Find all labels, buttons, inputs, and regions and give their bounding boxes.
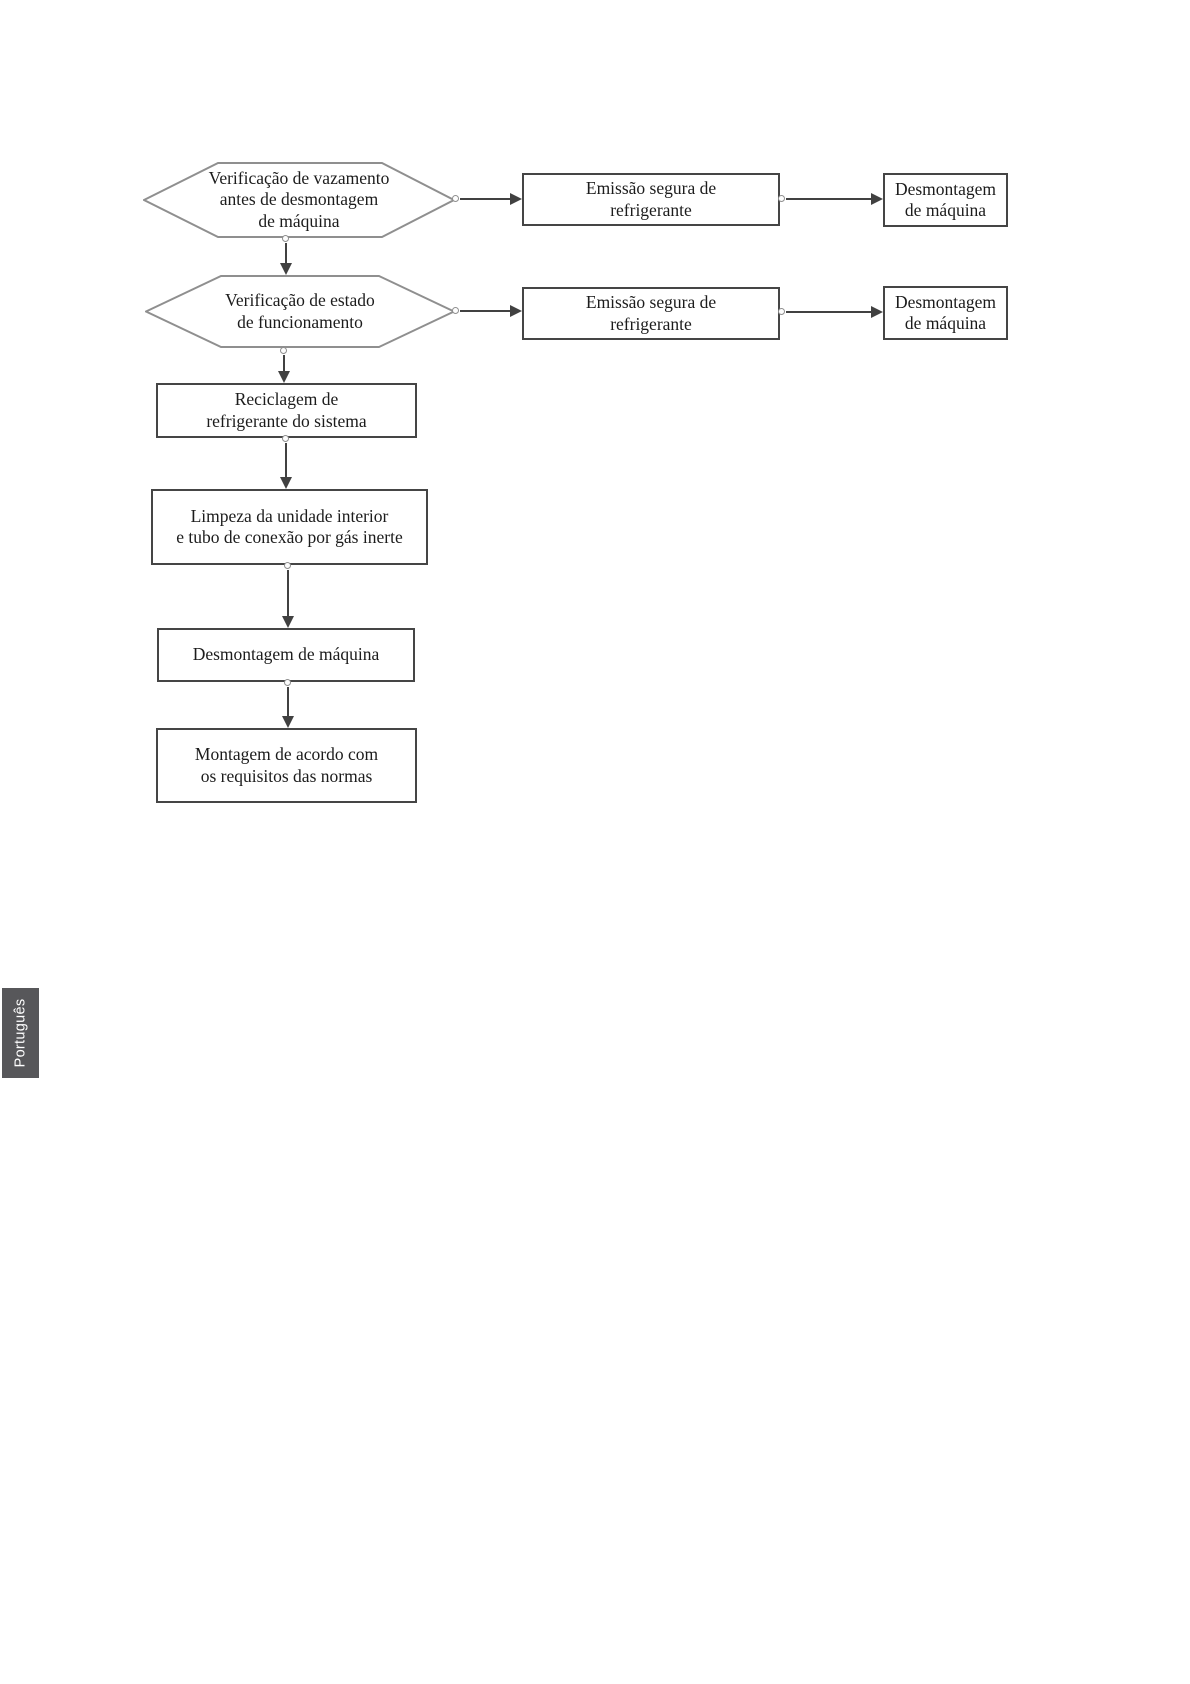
arrow-line: [460, 310, 511, 312]
connector-dot: [778, 195, 785, 202]
connector-dot: [452, 307, 459, 314]
language-tab-portugues: Português: [2, 988, 39, 1078]
process-recycle-refrigerant: Reciclagem de refrigerante do sistema: [156, 383, 417, 438]
arrowhead-right-icon: [871, 193, 883, 205]
arrow-line: [460, 198, 511, 200]
process-disassembly-1: Desmontagem de máquina: [883, 173, 1008, 227]
process-cleaning-inert-gas-label: Limpeza da unidade interior e tubo de co…: [176, 505, 403, 547]
arrowhead-down-icon: [280, 477, 292, 489]
connector-dot: [778, 308, 785, 315]
arrow-line: [287, 687, 289, 717]
connector-dot: [284, 562, 291, 569]
connector-dot: [452, 195, 459, 202]
process-disassembly-2: Desmontagem de máquina: [883, 286, 1008, 340]
arrowhead-right-icon: [871, 306, 883, 318]
process-assembly-standards: Montagem de acordo com os requisitos das…: [156, 728, 417, 803]
process-safe-emission-2: Emissão segura de refrigerante: [522, 287, 780, 340]
arrowhead-down-icon: [282, 716, 294, 728]
decision-operating-state-label: Verificação de estado de funcionamento: [225, 290, 375, 332]
connector-dot: [282, 235, 289, 242]
process-recycle-refrigerant-label: Reciclagem de refrigerante do sistema: [206, 389, 367, 431]
arrowhead-down-icon: [282, 616, 294, 628]
connector-dot: [284, 679, 291, 686]
connector-dot: [280, 347, 287, 354]
decision-leak-check: Verificação de vazamento antes de desmon…: [143, 162, 455, 238]
arrow-line: [786, 311, 872, 313]
arrow-line: [287, 570, 289, 617]
process-disassembly-2-label: Desmontagem de máquina: [894, 291, 997, 333]
arrow-line: [283, 355, 285, 372]
arrowhead-down-icon: [280, 263, 292, 275]
decision-operating-state: Verificação de estado de funcionamento: [145, 275, 455, 348]
process-assembly-standards-label: Montagem de acordo com os requisitos das…: [194, 744, 379, 786]
arrowhead-right-icon: [510, 305, 522, 317]
arrow-line: [285, 243, 287, 264]
arrow-line: [786, 198, 872, 200]
arrow-line: [285, 443, 287, 478]
arrowhead-down-icon: [278, 371, 290, 383]
process-safe-emission-2-label: Emissão segura de refrigerante: [585, 292, 717, 334]
process-safe-emission-1: Emissão segura de refrigerante: [522, 173, 780, 226]
process-cleaning-inert-gas: Limpeza da unidade interior e tubo de co…: [151, 489, 428, 565]
connector-dot: [282, 435, 289, 442]
process-disassembly-3-label: Desmontagem de máquina: [192, 644, 380, 665]
process-disassembly-1-label: Desmontagem de máquina: [894, 178, 997, 220]
arrowhead-right-icon: [510, 193, 522, 205]
process-disassembly-3: Desmontagem de máquina: [157, 628, 415, 682]
decision-leak-check-label: Verificação de vazamento antes de desmon…: [208, 167, 390, 231]
language-tab-label: Português: [12, 998, 29, 1068]
process-safe-emission-1-label: Emissão segura de refrigerante: [585, 178, 717, 220]
